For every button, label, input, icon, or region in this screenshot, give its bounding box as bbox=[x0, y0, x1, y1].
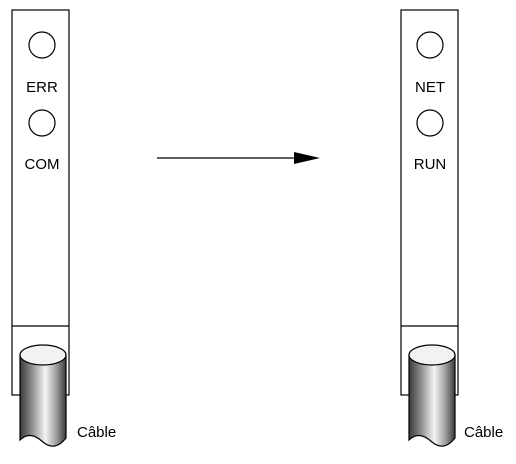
left-err-led bbox=[28, 31, 56, 59]
right-net-led bbox=[416, 31, 444, 59]
left-cable bbox=[19, 344, 67, 447]
left-module: ERR COM bbox=[11, 9, 70, 447]
right-module-body bbox=[400, 9, 459, 396]
right-net-label: NET bbox=[415, 79, 445, 96]
transition-arrow bbox=[157, 152, 320, 164]
right-module: NET RUN bbox=[400, 9, 459, 447]
left-err-label: ERR bbox=[26, 79, 58, 96]
left-com-label: COM bbox=[25, 156, 60, 173]
right-run-label: RUN bbox=[414, 156, 447, 173]
right-run-led bbox=[416, 109, 444, 137]
right-cable-label: Câble bbox=[464, 424, 504, 441]
left-com-led bbox=[28, 109, 56, 137]
left-module-body bbox=[11, 9, 70, 396]
left-cable-label: Câble bbox=[77, 424, 117, 441]
right-cable bbox=[408, 344, 456, 447]
